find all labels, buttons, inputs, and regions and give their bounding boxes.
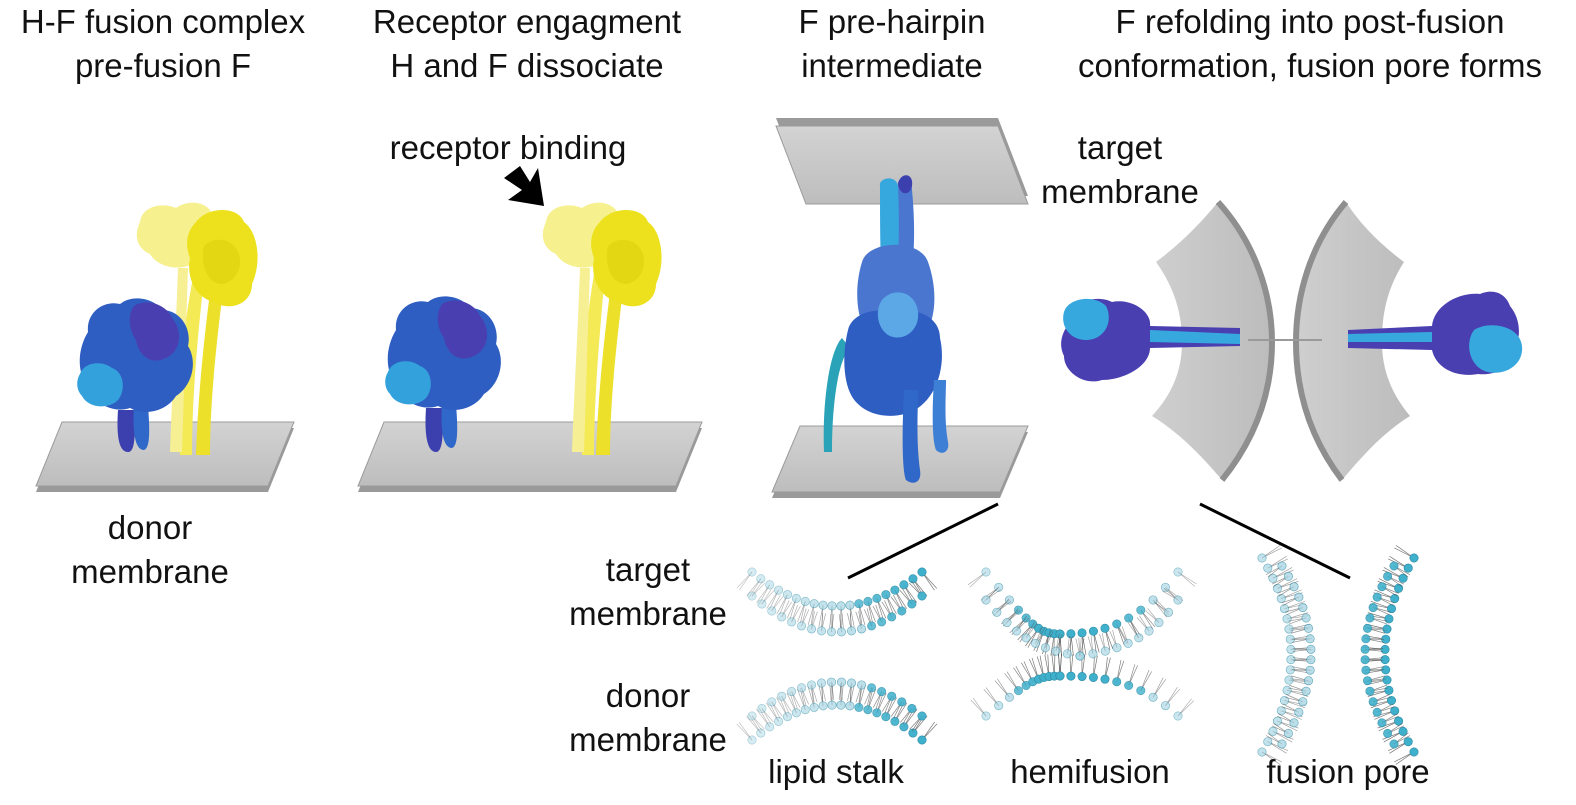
panel-2-artwork (358, 166, 702, 492)
panel-1-donor-membrane-label: donor membrane (50, 506, 250, 594)
panel-4-title: F refolding into post-fusion conformatio… (1044, 0, 1576, 88)
panel-1-title: H-F fusion complex pre-fusion F (0, 0, 326, 88)
donor-membrane-slab-2 (358, 422, 702, 492)
panel-2-title: Receptor engagment H and F dissociate (346, 0, 708, 88)
panel-1-artwork (36, 203, 294, 492)
lipid-donor-membrane-label: donor membrane (550, 674, 746, 762)
panel-3-title: F pre-hairpin intermediate (770, 0, 1014, 88)
panel-3-artwork (772, 118, 1028, 498)
fusion-pore-diagram (1258, 545, 1418, 764)
lipid-stalk-label: lipid stalk (738, 752, 934, 792)
h-protein-dissociated (543, 203, 662, 455)
donor-membrane-slab-3 (772, 426, 1028, 498)
panel-4-artwork (1061, 202, 1522, 480)
hemifusion-label: hemifusion (978, 752, 1202, 792)
zoom-line-right (1200, 504, 1350, 578)
fusion-pore-label: fusion pore (1236, 752, 1460, 792)
zoom-line-left (848, 504, 998, 578)
receptor-binding-label: receptor binding (370, 126, 646, 170)
receptor-binding-arrow (504, 166, 544, 206)
lipid-target-membrane-label: target membrane (550, 548, 746, 636)
lipid-stalk-diagram (737, 568, 937, 744)
donor-membrane-slab (36, 422, 294, 492)
hemifusion-diagram (968, 568, 1196, 720)
panel-3-target-membrane-label: target membrane (1022, 126, 1218, 214)
